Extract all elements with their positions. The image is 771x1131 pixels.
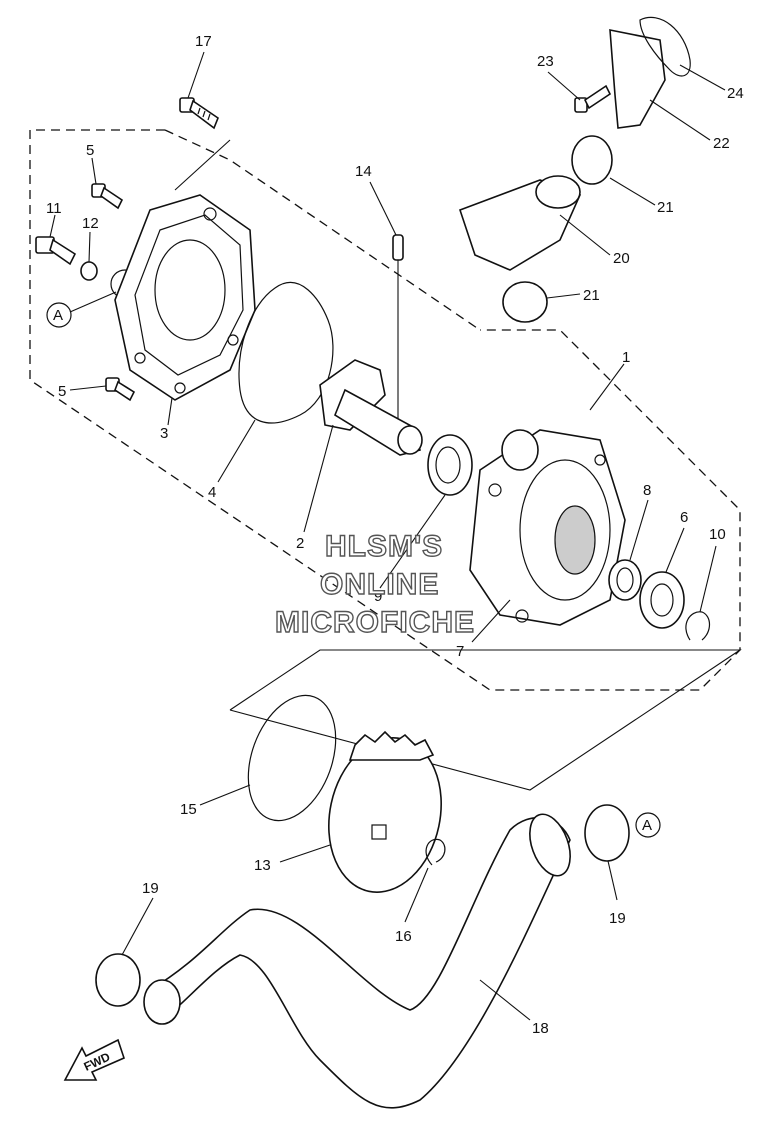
gasket-4 xyxy=(238,281,334,424)
callout-3: 3 xyxy=(160,425,168,442)
pump-cover-3 xyxy=(114,194,256,401)
callout-17: 17 xyxy=(195,33,212,50)
callout-21-upper: 21 xyxy=(657,199,674,216)
impeller-shaft-2 xyxy=(319,359,423,456)
hose-18-end-upper xyxy=(529,813,571,877)
callout-4: 4 xyxy=(208,484,216,501)
watermark: HLSM'S ONLINE MICROFICHE xyxy=(274,529,475,639)
callout-15: 15 xyxy=(180,801,197,818)
oil-seal-9 xyxy=(427,434,473,496)
callout-2: 2 xyxy=(296,535,304,552)
bearing-6 xyxy=(639,571,685,629)
callout-8: 8 xyxy=(643,482,651,499)
callout-11: 11 xyxy=(46,200,62,217)
hose-clamp-19-left xyxy=(95,953,141,1007)
callout-19-left: 19 xyxy=(142,880,159,897)
bolt-5-upper xyxy=(91,183,124,210)
circlip-10 xyxy=(685,611,711,641)
pump-housing-7 xyxy=(469,429,626,626)
callout-22: 22 xyxy=(713,135,730,152)
callout-5-upper: 5 xyxy=(86,142,94,159)
assembly-boundary-upper xyxy=(164,129,481,331)
bolt-17 xyxy=(179,97,219,130)
circlip-16 xyxy=(425,838,446,866)
callout-6: 6 xyxy=(680,509,688,526)
callout-13: 13 xyxy=(254,857,271,874)
callout-20: 20 xyxy=(613,250,630,267)
gasket-15 xyxy=(247,694,337,822)
washer-12 xyxy=(80,261,98,281)
bolt-5-lower xyxy=(105,377,136,402)
callout-a-2: A xyxy=(642,817,652,834)
assembly-boundary xyxy=(29,129,741,691)
callout-18: 18 xyxy=(532,1020,549,1037)
callout-5-lower: 5 xyxy=(58,383,66,400)
fwd-arrow-icon: FWD xyxy=(63,1038,125,1081)
hose-clamp-19-right xyxy=(584,804,630,862)
callout-24: 24 xyxy=(727,85,744,102)
callout-12: 12 xyxy=(82,215,99,232)
joint-22 xyxy=(609,29,666,129)
watermark-line1: HLSM'S xyxy=(325,530,443,563)
callout-16: 16 xyxy=(395,928,412,945)
callout-a-1: A xyxy=(53,307,63,324)
callout-a-circle-2 xyxy=(635,812,661,838)
gear-13 xyxy=(328,730,442,893)
callout-9: 9 xyxy=(374,588,382,605)
callout-10: 10 xyxy=(709,526,726,543)
hose-20 xyxy=(458,175,582,271)
lower-group-bracket xyxy=(229,649,742,791)
oil-seal-8 xyxy=(608,559,642,601)
callout-1: 1 xyxy=(622,349,630,366)
watermark-line2: ONLINE xyxy=(320,568,439,601)
cover-bracket xyxy=(174,139,231,191)
hose-clamp-21-upper xyxy=(571,135,613,185)
bolt-11 xyxy=(35,236,77,266)
bolt-23 xyxy=(574,84,612,113)
callout-a-circle-1 xyxy=(46,302,72,328)
callout-21-lower: 21 xyxy=(583,287,600,304)
leader-lines xyxy=(49,51,726,1021)
hose-clamp-21-lower xyxy=(502,281,548,323)
callout-19-right: 19 xyxy=(609,910,626,927)
callout-7: 7 xyxy=(456,643,464,660)
pin-14 xyxy=(392,234,404,261)
callout-23: 23 xyxy=(537,53,554,70)
watermark-line3: MICROFICHE xyxy=(275,606,475,639)
oring-24 xyxy=(639,16,691,77)
callout-14: 14 xyxy=(355,163,372,180)
hose-18-end-lower xyxy=(143,979,181,1025)
